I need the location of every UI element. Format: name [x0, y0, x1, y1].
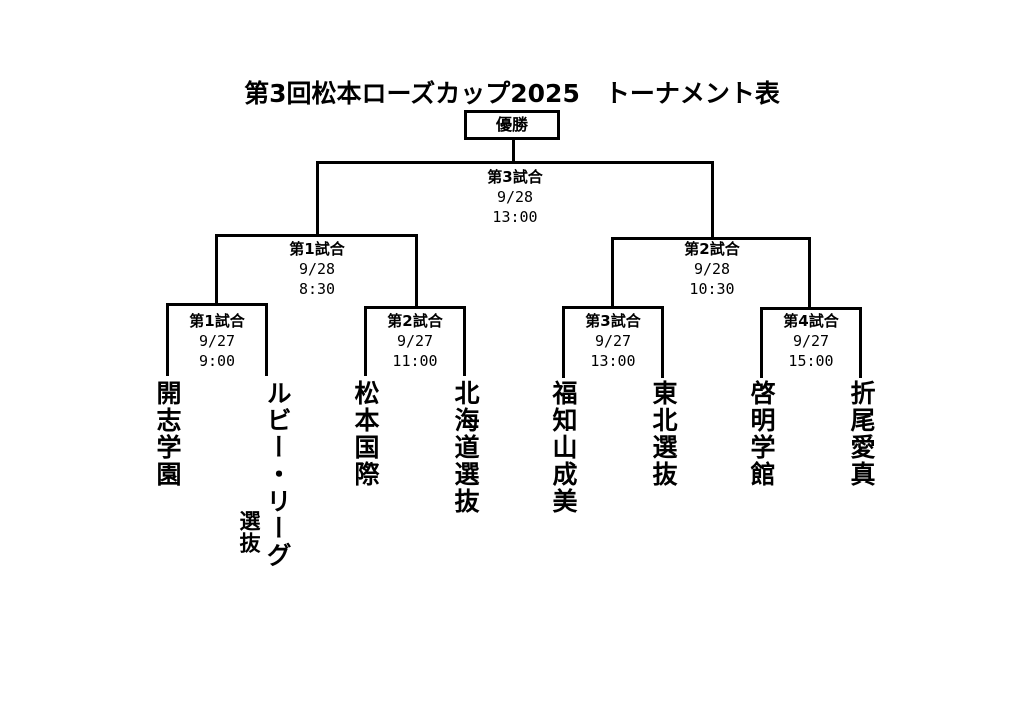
- bracket-line: [215, 234, 218, 305]
- match-date: 9/27: [594, 332, 632, 350]
- team-name: 東北選抜: [649, 380, 678, 488]
- bracket-line: [364, 306, 367, 376]
- bracket-line: [760, 307, 763, 378]
- bracket-line: [415, 234, 418, 308]
- first-round-match-label: 第3試合 9/27 13:00: [563, 311, 663, 371]
- match-time: 11:00: [392, 352, 438, 370]
- bracket-line: [166, 303, 268, 306]
- bracket-line: [215, 234, 418, 237]
- bracket-line: [166, 303, 169, 376]
- bracket-line: [512, 140, 515, 163]
- bracket-line: [316, 161, 714, 164]
- bracket-line: [611, 237, 614, 308]
- bracket-line: [611, 237, 811, 240]
- team-name: 開志学園: [153, 380, 182, 488]
- team-name-sub: 選抜: [237, 510, 261, 554]
- bracket-line: [661, 306, 664, 378]
- match-time: 13:00: [492, 208, 538, 226]
- bracket-line: [562, 306, 664, 309]
- first-round-match-label: 第1試合 9/27 9:00: [167, 311, 267, 371]
- match-name: 第2試合: [387, 312, 443, 330]
- match-name: 第3試合: [585, 312, 641, 330]
- match-date: 9/27: [198, 332, 236, 350]
- team-name: 啓明学館: [747, 380, 776, 488]
- champion-box: 優勝: [464, 110, 560, 140]
- bracket-line: [463, 306, 466, 376]
- match-time: 9:00: [198, 352, 236, 370]
- match-date: 9/28: [693, 260, 731, 278]
- page-title: 第3回松本ローズカップ2025 トーナメント表: [244, 79, 780, 108]
- semi-match-label: 第1試合 9/28 8:30: [267, 239, 367, 299]
- team-name: 折尾愛真: [847, 380, 876, 488]
- match-date: 9/27: [396, 332, 434, 350]
- match-date: 9/28: [298, 260, 336, 278]
- team-name: 松本国際: [351, 380, 380, 488]
- bracket-line: [265, 303, 268, 376]
- match-time: 13:00: [590, 352, 636, 370]
- match-date: 9/28: [496, 188, 534, 206]
- match-date: 9/27: [792, 332, 830, 350]
- first-round-match-label: 第2試合 9/27 11:00: [365, 311, 465, 371]
- bracket-line: [364, 306, 466, 309]
- match-time: 8:30: [298, 280, 336, 298]
- bracket-line: [562, 306, 565, 378]
- match-name: 第1試合: [189, 312, 245, 330]
- bracket-line: [760, 307, 862, 310]
- team-name: 福知山成美: [549, 380, 578, 515]
- bracket-line: [808, 237, 811, 309]
- match-time: 15:00: [788, 352, 834, 370]
- final-match-label: 第3試合 9/28 13:00: [465, 167, 565, 227]
- first-round-match-label: 第4試合 9/27 15:00: [761, 311, 861, 371]
- match-time: 10:30: [689, 280, 735, 298]
- match-name: 第4試合: [783, 312, 839, 330]
- team-name: ルビー・リーグ: [263, 380, 292, 569]
- semi-match-label: 第2試合 9/28 10:30: [662, 239, 762, 299]
- team-name: 北海道選抜: [451, 380, 480, 515]
- match-name: 第2試合: [684, 240, 740, 258]
- bracket-line: [316, 161, 319, 237]
- match-name: 第1試合: [289, 240, 345, 258]
- match-name: 第3試合: [487, 168, 543, 186]
- bracket-line: [711, 161, 714, 240]
- bracket-line: [859, 307, 862, 378]
